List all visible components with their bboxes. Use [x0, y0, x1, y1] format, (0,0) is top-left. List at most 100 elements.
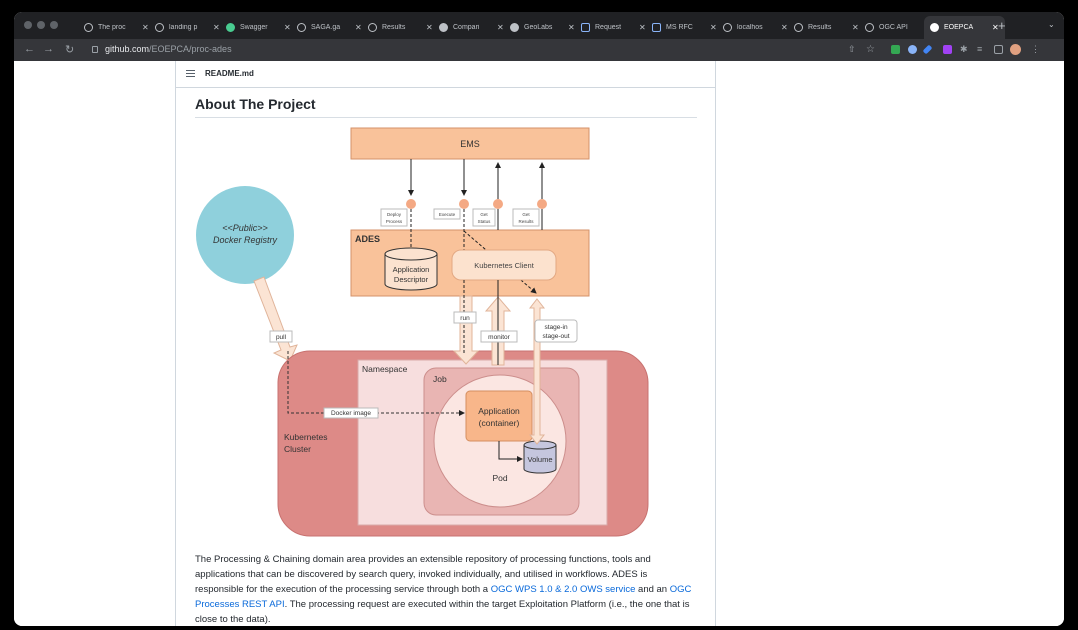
- back-arrow-icon[interactable]: ←: [24, 43, 35, 55]
- tab-label: MS RFC: [666, 24, 693, 31]
- close-tab-icon[interactable]: ✕: [142, 23, 149, 32]
- tab[interactable]: Request ✕: [575, 16, 652, 39]
- paragraph-text: and an: [635, 584, 670, 595]
- globe-icon: [84, 23, 93, 32]
- forward-arrow-icon[interactable]: →: [43, 43, 54, 55]
- app-descriptor-label: Application: [393, 265, 430, 274]
- close-tab-icon[interactable]: ✕: [639, 23, 646, 32]
- kebab-menu-icon[interactable]: ⋮: [1031, 44, 1040, 54]
- endpoint-circle: [493, 199, 503, 209]
- deploy-label: Deploy: [387, 212, 402, 217]
- tab-search-icon[interactable]: ⌄: [1048, 20, 1055, 29]
- outline-list-icon[interactable]: [186, 70, 195, 77]
- stage-label-box: [534, 319, 578, 343]
- pull-label: pull: [276, 334, 287, 341]
- address-bar[interactable]: github.com/EOEPCA/proc-ades: [105, 44, 232, 54]
- get-status-label: Status: [478, 219, 492, 224]
- arrow: [498, 441, 523, 462]
- tab[interactable]: The proc ✕: [78, 16, 155, 39]
- browser-window: The proc ✕ landing p ✕ Swagger ✕ SAGA.ga✕ R…: [14, 12, 1064, 626]
- docker-image-label: Docker image: [331, 410, 371, 417]
- kubernetes-client-label: Kubernetes Client: [474, 261, 535, 270]
- execute-label: Execute: [439, 212, 456, 217]
- tab[interactable]: SAGA.ga✕: [291, 16, 368, 39]
- endpoint-circle: [459, 199, 469, 209]
- readme-filename: README.md: [205, 69, 254, 78]
- architecture-diagram: EMS ADES Deploy Process: [196, 127, 649, 537]
- reload-icon[interactable]: ↻: [65, 44, 75, 56]
- get-results-label: Get: [522, 212, 530, 217]
- close-tab-icon[interactable]: ✕: [710, 23, 717, 32]
- minimize-window-button[interactable]: [37, 21, 45, 29]
- close-window-button[interactable]: [24, 21, 32, 29]
- share-icon[interactable]: ⇧: [848, 44, 856, 54]
- application-descriptor-cylinder: [384, 247, 438, 291]
- cube-icon: [581, 23, 590, 32]
- deploy-label-box: [380, 208, 408, 227]
- ogc-processes-api-link[interactable]: OGC Processes REST API: [195, 584, 692, 610]
- application-label: (container): [479, 418, 520, 428]
- bookmark-star-icon[interactable]: ☆: [866, 44, 875, 55]
- stage-in-out-arrow: [528, 298, 546, 445]
- project-description: The Processing & Chaining domain area pr…: [195, 552, 697, 626]
- tab[interactable]: Results ✕: [788, 16, 865, 39]
- close-tab-icon[interactable]: ✕: [284, 23, 291, 32]
- registry-label: <<Public>>: [222, 223, 268, 233]
- page-content: README.md About The Project EMS ADES: [14, 61, 1064, 626]
- close-tab-icon[interactable]: ✕: [992, 23, 999, 32]
- tab[interactable]: Swagger ✕: [220, 16, 297, 39]
- get-results-label: Results: [518, 219, 534, 224]
- application-container-box: [465, 390, 533, 442]
- browser-toolbar: ← → ↻ github.com/EOEPCA/proc-ades ⇧ ☆ ✱ …: [14, 39, 1064, 61]
- maximize-window-button[interactable]: [50, 21, 58, 29]
- close-tab-icon[interactable]: ✕: [852, 23, 859, 32]
- cluster-label: Kubernetes: [284, 432, 327, 442]
- tab[interactable]: landing p ✕: [149, 16, 226, 39]
- tab[interactable]: GeoLabs✕: [504, 16, 581, 39]
- tab-active[interactable]: EOEPCA✕: [924, 16, 1005, 39]
- close-tab-icon[interactable]: ✕: [213, 23, 220, 32]
- run-arrow: [452, 295, 480, 365]
- puzzle-icon[interactable]: ✱: [960, 44, 968, 54]
- tab-label: Results: [808, 24, 832, 31]
- globe-icon: [723, 23, 732, 32]
- github-icon: [510, 23, 519, 32]
- tab-label: The proc: [98, 24, 126, 31]
- tab[interactable]: localhos✕: [717, 16, 794, 39]
- extension-icon[interactable]: [891, 45, 900, 54]
- reading-list-icon[interactable]: ≡: [977, 44, 983, 54]
- extension-icon[interactable]: [908, 45, 917, 54]
- paragraph-text: . The processing request are executed wi…: [195, 599, 690, 625]
- job-label: Job: [433, 374, 447, 384]
- ogc-wps-link[interactable]: OGC WPS 1.0 & 2.0 OWS service: [490, 584, 636, 595]
- close-tab-icon[interactable]: ✕: [426, 23, 433, 32]
- readme-header: README.md: [176, 61, 715, 88]
- tab[interactable]: Compari ✕: [433, 16, 510, 39]
- ades-label: ADES: [355, 234, 380, 244]
- stage-label: stage-in: [544, 324, 568, 331]
- tab[interactable]: Results✕: [362, 16, 439, 39]
- volume-label: Volume: [527, 455, 552, 464]
- extension-icon[interactable]: [922, 44, 933, 55]
- url-path: /EOEPCA/proc-ades: [149, 44, 232, 54]
- page-title: About The Project: [195, 96, 316, 112]
- avatar[interactable]: [1010, 44, 1021, 55]
- readme-box: README.md About The Project EMS ADES: [175, 61, 716, 626]
- close-tab-icon[interactable]: ✕: [781, 23, 788, 32]
- tab-label: Request: [595, 24, 622, 31]
- close-tab-icon[interactable]: ✕: [568, 23, 575, 32]
- tab[interactable]: MS RFC ✕: [646, 16, 723, 39]
- tab-label: landing p: [169, 24, 198, 31]
- tab-label: OGC API: [879, 24, 908, 31]
- close-tab-icon[interactable]: ✕: [355, 23, 362, 32]
- close-tab-icon[interactable]: ✕: [497, 23, 504, 32]
- tab-label: Compari: [453, 24, 480, 31]
- extension-icon[interactable]: [943, 45, 952, 54]
- side-panel-icon[interactable]: [994, 45, 1003, 54]
- new-tab-button[interactable]: +: [998, 18, 1006, 33]
- ems-label: EMS: [460, 139, 480, 149]
- tab-label: Swagger: [240, 24, 268, 31]
- globe-icon: [865, 23, 874, 32]
- paragraph-text: The Processing & Chaining domain area pr…: [195, 554, 651, 595]
- stage-label: stage-out: [542, 333, 569, 340]
